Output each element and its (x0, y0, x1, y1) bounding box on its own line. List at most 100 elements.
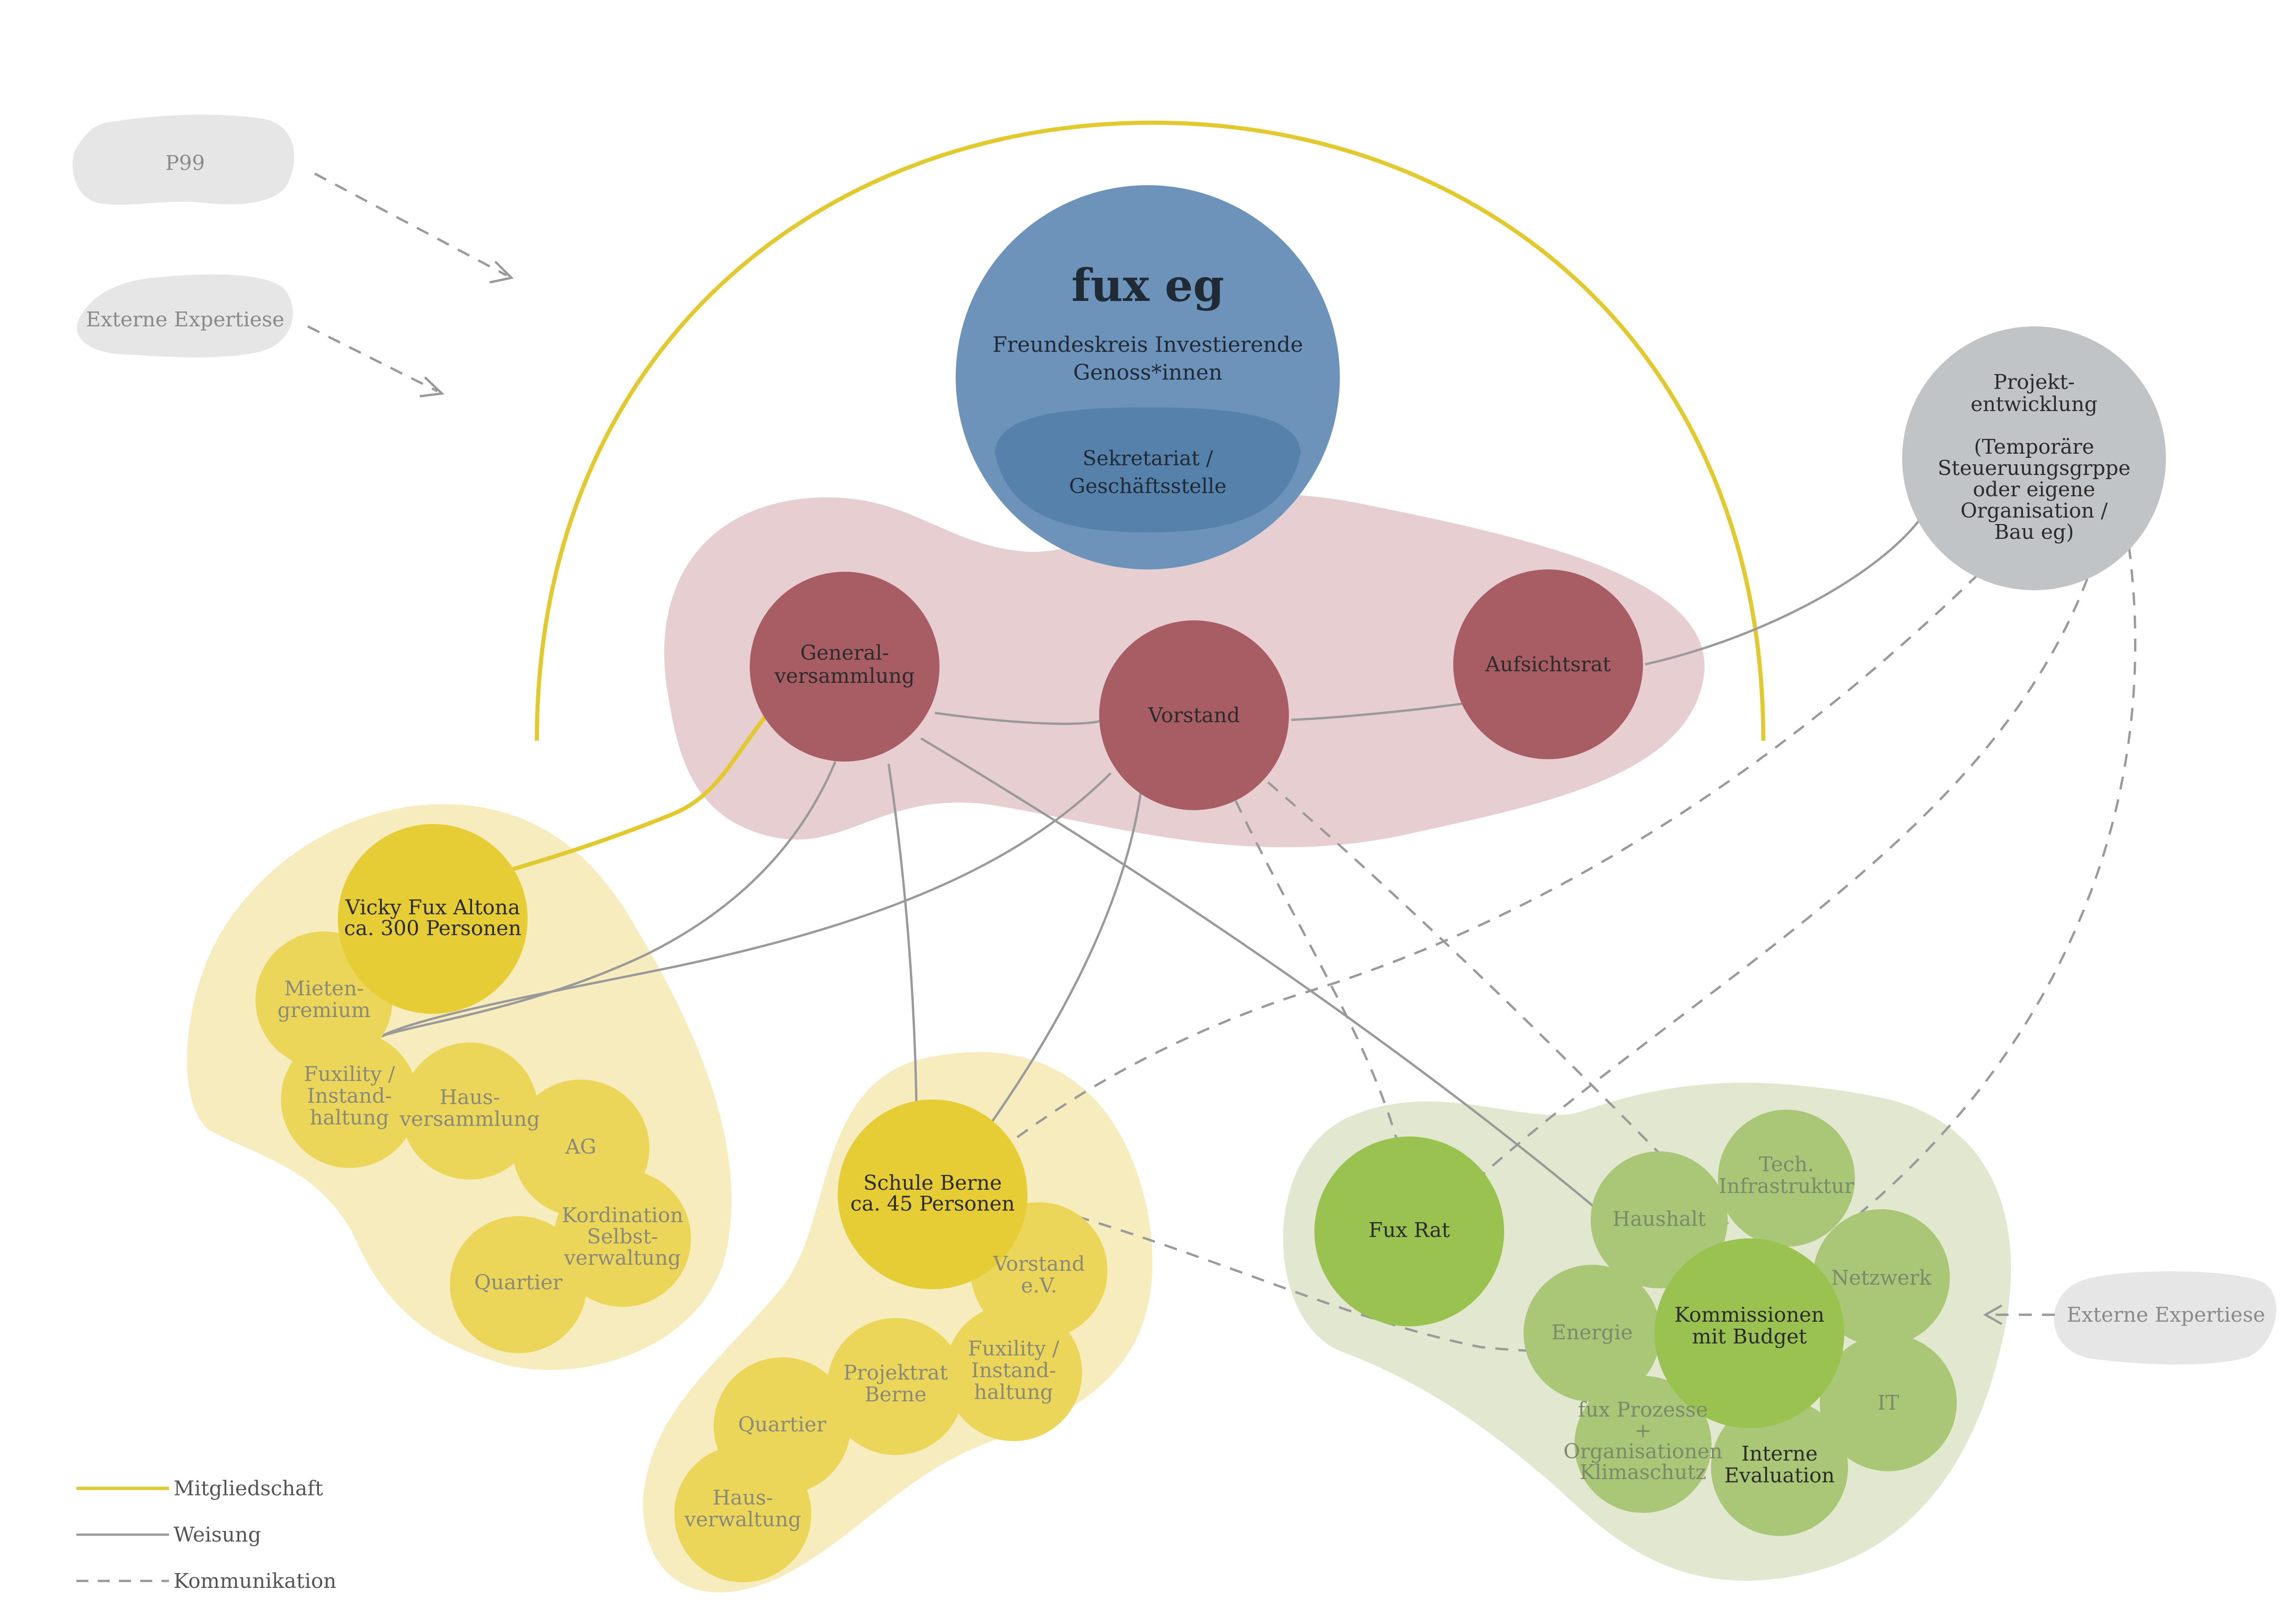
legend: Mitgliedschaft Weisung Kommunikation (76, 1477, 336, 1593)
fux-eg-title: fux eg (1071, 259, 1224, 312)
kordination-label-2: Selbst- (587, 1225, 658, 1249)
projekt-line-7: Organisation / (1960, 499, 2108, 523)
schule-node: Schule Berne ca. 45 Personen (850, 1171, 1014, 1216)
interne-label-1: Interne (1742, 1442, 1818, 1466)
haushalt-label: Haushalt (1612, 1207, 1706, 1231)
projekt-line-5: Steueruungsgrppe (1938, 456, 2131, 480)
kommissionen-cluster: Fux Rat Kommissionen mit Budget Haushalt… (1314, 1110, 1957, 1536)
kommissionen-label-2: mit Budget (1692, 1325, 1807, 1349)
quartier-a-node: Quartier (474, 1271, 563, 1294)
projektrat-label-2: Berne (865, 1383, 927, 1406)
vorstand-ev-label-1: Vorstand (993, 1252, 1085, 1276)
hausverwaltung-label-1: Haus- (713, 1486, 773, 1510)
kordination-node: Kordination Selbst- verwaltung (562, 1204, 684, 1270)
mietengremium-node: Mieten- gremium (277, 977, 370, 1022)
fuxility-a-label-1: Fuxility / (304, 1062, 395, 1086)
link-vorstand-fuxility (379, 772, 1112, 1038)
communication-lines (307, 172, 2137, 1353)
kordination-label-1: Kordination (562, 1204, 684, 1227)
vicky-cluster: Vicky Fux Altona ca. 300 Personen Mieten… (255, 824, 691, 1353)
instruction-lines (379, 518, 1922, 1269)
fux-prozesse-label-1: fux Prozesse (1578, 1398, 1708, 1422)
fux-eg-node: fux eg Freundeskreis Investierende Genos… (956, 185, 1340, 569)
tech-node: Tech. Infrastruktur (1719, 1153, 1855, 1198)
hausversammlung-label-1: Haus- (440, 1086, 500, 1109)
projekt-line-2: entwicklung (1971, 393, 2097, 416)
haushalt-node: Haushalt (1612, 1207, 1706, 1231)
hausversammlung-node: Haus- versammlung (399, 1086, 540, 1131)
hausversammlung-label-2: versammlung (399, 1107, 540, 1131)
netzwerk-node: Netzwerk (1831, 1266, 1932, 1290)
fux-eg-subtitle-2: Genoss*innen (1073, 360, 1222, 385)
fuxility-a-node: Fuxility / Instand- haltung (304, 1062, 395, 1130)
fux-prozesse-label-4: Klimaschutz (1580, 1461, 1706, 1484)
schule-label-2: ca. 45 Personen (850, 1192, 1014, 1216)
aufsichtsrat-node: Aufsichtsrat (1453, 569, 1643, 759)
link-vicky-gv (508, 712, 770, 873)
link-gv-fuxility (379, 761, 837, 1038)
sekretariat-line-2: Geschäftsstelle (1069, 475, 1226, 498)
legend-communication-label: Kommunikation (174, 1569, 336, 1593)
legend-membership-label: Mitgliedschaft (174, 1477, 323, 1500)
fuxility-a-label-3: haltung (310, 1106, 389, 1130)
p99-cloud (73, 114, 294, 205)
tech-label-1: Tech. (1759, 1153, 1814, 1176)
projekt-line-4: (Temporäre (1974, 435, 2094, 459)
schule-cluster: Schule Berne ca. 45 Personen Vorstand e.… (674, 1099, 1108, 1582)
fux-eg-subtitle-1: Freundeskreis Investierende (992, 332, 1303, 357)
arrowhead-externe-right (1983, 1304, 2003, 1325)
link-projekt-kommissionen (1860, 546, 2137, 1214)
fuxility-b-node: Fuxility / Instand- haltung (968, 1337, 1059, 1404)
link-projekt-schule (1008, 573, 1979, 1145)
hausverwaltung-node: Haus- verwaltung (684, 1486, 801, 1531)
externe-left-cloud (76, 274, 293, 357)
quartier-b-label: Quartier (738, 1413, 827, 1437)
externe-right-cloud (2054, 1271, 2277, 1365)
externe-left-label: Externe Expertiese (86, 308, 285, 331)
quartier-b-node: Quartier (738, 1413, 827, 1437)
generalversammlung-label-2: versammlung (774, 664, 915, 688)
kommissionen-node: Kommissionen mit Budget (1674, 1303, 1824, 1349)
externe-right-label: Externe Expertiese (2067, 1303, 2265, 1327)
link-projekt-fuxrat (1480, 578, 2089, 1177)
fux-prozesse-label-3: Organisationen (1563, 1440, 1723, 1463)
arrowhead-externe-left (419, 376, 445, 398)
membership-arc (535, 120, 1766, 741)
p99-label: P99 (165, 151, 205, 175)
vorstand-ev-node: Vorstand e.V. (993, 1252, 1085, 1298)
link-gv-schule (887, 763, 918, 1102)
link-vorstand-aufsichtsrat (1291, 702, 1463, 721)
fuxility-b-label-2: Instand- (971, 1359, 1056, 1382)
projekt-line-8: Bau eg) (1994, 520, 2074, 544)
link-gv-kommissionen (920, 737, 1667, 1269)
fuxility-a-label-2: Instand- (307, 1084, 392, 1108)
ag-label: AG (565, 1135, 597, 1159)
energie-node: Energie (1551, 1321, 1633, 1344)
ag-node: AG (565, 1135, 597, 1159)
vicky-node: Vicky Fux Altona ca. 300 Personen (344, 896, 521, 940)
schule-label-1: Schule Berne (863, 1171, 1002, 1195)
vorstand-ev-label-2: e.V. (1021, 1274, 1057, 1298)
fux-prozesse-node: fux Prozesse + Organisationen Klimaschut… (1563, 1398, 1723, 1484)
it-node: IT (1878, 1391, 1899, 1415)
energie-label: Energie (1551, 1321, 1633, 1344)
link-vorstand-fuxrat (1234, 800, 1399, 1144)
arrowhead-p99 (489, 261, 514, 284)
fux-prozesse-label-2: + (1635, 1419, 1652, 1443)
link-externe-left-arrow (307, 325, 438, 393)
link-aufsichtsrat-projekt (1645, 518, 1922, 666)
interne-evaluation-node: Interne Evaluation (1724, 1442, 1835, 1487)
kordination-label-3: verwaltung (564, 1246, 681, 1270)
interne-label-2: Evaluation (1724, 1464, 1835, 1487)
tech-label-2: Infrastruktur (1719, 1174, 1855, 1198)
arrow-heads (419, 261, 2003, 1325)
projektrat-label-1: Projektrat (843, 1361, 948, 1385)
fux-rat-label: Fux Rat (1369, 1218, 1450, 1242)
mietengremium-label-2: gremium (277, 999, 370, 1022)
it-label: IT (1878, 1391, 1899, 1415)
legend-instruction-label: Weisung (174, 1523, 261, 1547)
projekt-line-6: oder eigene (1973, 478, 2095, 501)
vorstand-node: Vorstand (1099, 620, 1289, 810)
hausverwaltung-label-2: verwaltung (684, 1508, 801, 1531)
